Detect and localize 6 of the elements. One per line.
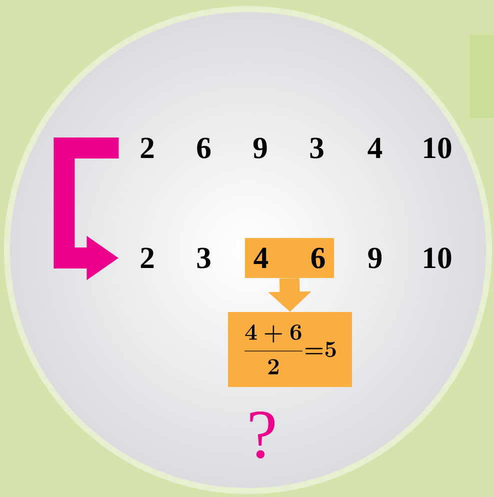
number-row: 2 3: [140, 248, 210, 268]
highlight-box: 4 6: [245, 238, 334, 278]
number: 10: [424, 248, 452, 268]
question-mark: ?: [250, 412, 275, 458]
number: 9: [368, 248, 382, 268]
number-row: 2 6 9 3 4 10: [140, 138, 452, 158]
